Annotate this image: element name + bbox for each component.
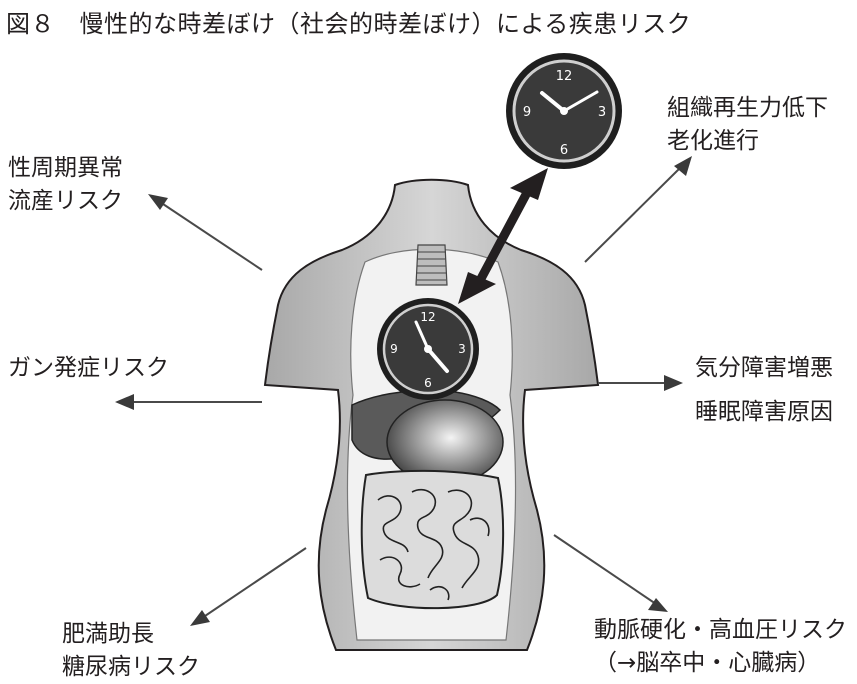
trachea-rings	[417, 251, 446, 281]
trachea	[415, 244, 448, 286]
risk-label-lower-left: 肥満助長 糖尿病リスク	[62, 618, 200, 684]
clock-numeral: 6	[560, 143, 568, 158]
clock-minute-hand	[562, 90, 599, 113]
risk-text: 流産リスク	[8, 188, 123, 214]
risk-text: ガン発症リスク	[8, 355, 169, 381]
risk-text: 糖尿病リスク	[62, 654, 200, 680]
risk-text: 性周期異常	[8, 155, 123, 181]
risk-text: 組織再生力低下	[667, 95, 828, 121]
clock-numeral: 12	[420, 310, 435, 324]
risk-label-middle-left: ガン発症リスク	[8, 352, 169, 385]
clock-hour-hand	[540, 91, 566, 113]
risk-text: 肥満助長	[62, 621, 154, 647]
arrow-upper-right	[584, 167, 681, 263]
risk-text: 老化進行	[667, 128, 759, 154]
clock-numeral: 6	[424, 376, 432, 390]
risk-label-upper-left: 性周期異常 流産リスク	[8, 152, 123, 218]
arrow-lower-right	[553, 534, 657, 605]
arrow-lower-left	[201, 547, 307, 619]
risk-label-lower-right: 動脈硬化・高血圧リスク （→脳卒中・心臓病）	[594, 614, 847, 680]
arrow-upper-left	[159, 201, 263, 271]
clock-numeral: 9	[390, 342, 398, 356]
risk-text: （→脳卒中・心臓病）	[594, 650, 821, 676]
internal-clock: 12 3 6 9	[377, 298, 479, 400]
risk-label-upper-right: 組織再生力低下 老化進行	[667, 92, 828, 158]
clock-numeral: 3	[458, 342, 466, 356]
clock-hour-hand	[426, 347, 449, 373]
clock-numeral: 9	[523, 105, 531, 120]
risk-arrows	[115, 156, 692, 626]
external-clock: 12 3 6 9	[506, 53, 622, 169]
risk-label-middle-right: 気分障害増悪 睡眠障害原因	[695, 346, 833, 434]
risk-text: 気分障害増悪	[695, 355, 833, 381]
figure-title: 図８ 慢性的な時差ぼけ（社会的時差ぼけ）による疾患リスク	[6, 10, 692, 38]
risk-text: 動脈硬化・高血圧リスク	[594, 617, 847, 643]
small-intestine	[377, 488, 490, 601]
clock-minute-hand	[414, 320, 430, 351]
risk-text: 睡眠障害原因	[695, 399, 833, 425]
sync-double-arrow	[458, 168, 548, 304]
clock-numeral: 12	[556, 69, 573, 84]
clock-numeral: 3	[598, 105, 606, 120]
